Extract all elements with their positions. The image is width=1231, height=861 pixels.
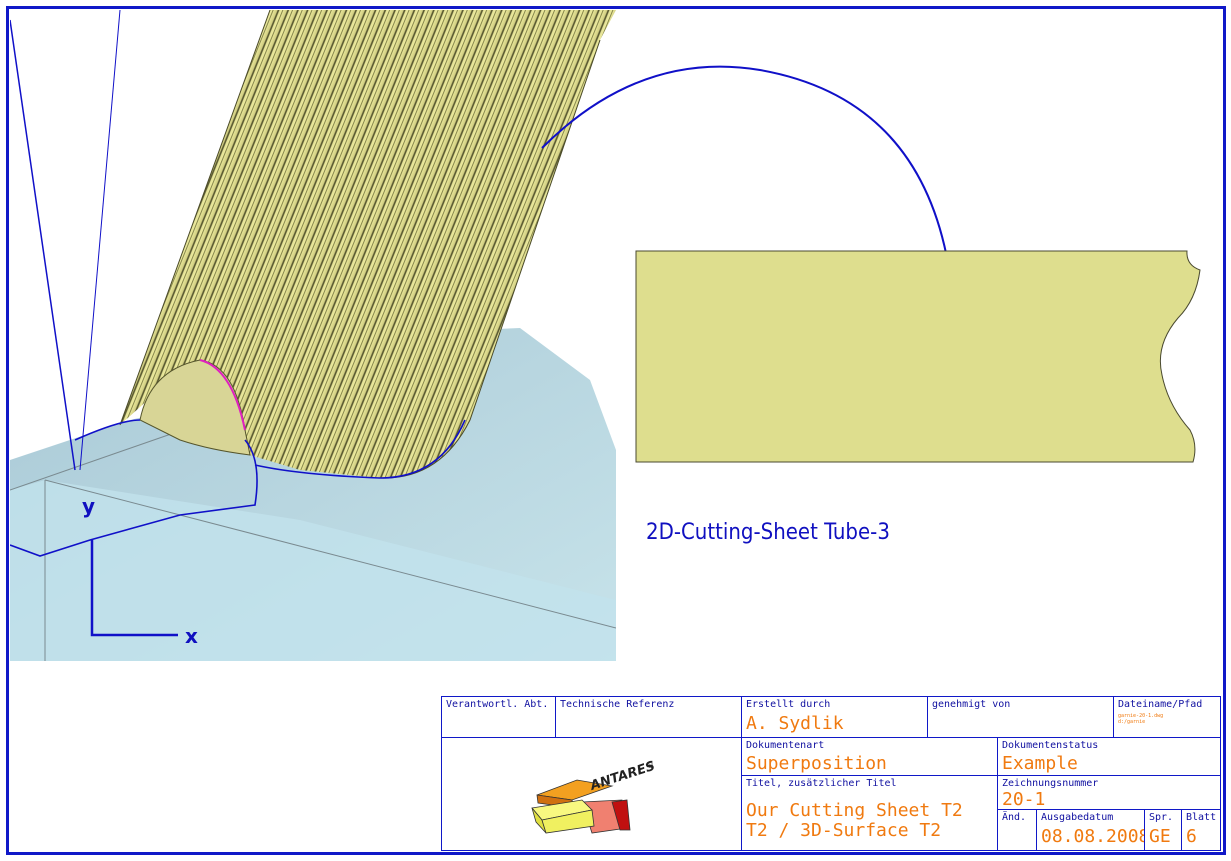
cell-verantwortl: Verantwortl. Abt.: [442, 697, 556, 738]
logo-registered: ®: [647, 762, 654, 770]
antares-logo: ANTARES ®: [531, 759, 657, 834]
cell-dokumentenart: Dokumentenart Superposition: [742, 738, 998, 776]
cell-dateiname: Dateiname/Pfad garnie-20-1.dwg d:/garnie: [1114, 697, 1221, 738]
cell-zeichnungsnummer: Zeichnungsnummer 20-1: [998, 776, 1221, 810]
erstellt-value: A. Sydlik: [746, 713, 844, 734]
dateiname-caption: Dateiname/Pfad: [1118, 699, 1203, 710]
aend-caption: Änd.: [1002, 812, 1027, 823]
cell-dokumentenstatus: Dokumentenstatus Example: [998, 738, 1221, 776]
intersection-curve: [10, 439, 258, 557]
view-line: [10, 19, 76, 471]
blatt-caption: Blatt: [1186, 812, 1217, 823]
cell-blatt: Blatt 6: [1182, 810, 1221, 851]
erstellt-caption: Erstellt durch: [746, 699, 831, 710]
titel-line2: T2 / 3D-Surface T2: [746, 820, 942, 841]
cutting-sheet: [635, 250, 1201, 463]
ausgabedatum-caption: Ausgabedatum: [1041, 812, 1114, 823]
dateiname-line1: garnie-20-1.dwg: [1118, 713, 1164, 719]
drawing-frame: [6, 6, 1226, 855]
spr-value: GE: [1149, 826, 1171, 847]
zeichnungsnummer-caption: Zeichnungsnummer: [1002, 778, 1099, 789]
title-block: Verantwortl. Abt. Technische Referenz Er…: [441, 696, 1221, 851]
transfer-arrow: [541, 65, 953, 291]
technische-caption: Technische Referenz: [560, 699, 675, 710]
cell-erstellt: Erstellt durch A. Sydlik: [742, 697, 928, 738]
titel-line1: Our Cutting Sheet T2: [746, 800, 963, 821]
dokumentenstatus-value: Example: [1002, 753, 1078, 774]
dokumentenart-value: Superposition: [746, 753, 887, 774]
blatt-value: 6: [1186, 826, 1197, 847]
tube-body: [120, 10, 616, 479]
cut-highlight: [199, 359, 246, 431]
dokumentenart-caption: Dokumentenart: [746, 740, 825, 751]
titel-caption: Titel, zusätzlicher Titel: [746, 778, 897, 789]
zeichnungsnummer-value: 20-1: [1002, 789, 1046, 810]
sheet-label: 2D-Cutting-Sheet Tube-3: [646, 520, 890, 545]
cell-spr: Spr. GE: [1145, 810, 1182, 851]
cell-aend: Änd.: [998, 810, 1037, 851]
axis-y-label: y: [82, 494, 96, 518]
axis-x-label: x: [185, 624, 198, 648]
dokumentenstatus-caption: Dokumentenstatus: [1002, 740, 1099, 751]
cell-technische: Technische Referenz: [556, 697, 742, 738]
genehmigt-caption: genehmigt von: [932, 699, 1011, 710]
spr-caption: Spr.: [1149, 812, 1174, 823]
verantwortl-caption: Verantwortl. Abt.: [446, 699, 549, 710]
cell-logo: ANTARES ®: [442, 738, 742, 851]
cell-ausgabedatum: Ausgabedatum 08.08.2008: [1037, 810, 1145, 851]
ausgabedatum-value: 08.08.2008: [1041, 826, 1145, 847]
tube-opening: [139, 359, 251, 456]
cell-titel: Titel, zusätzlicher Titel Our Cutting Sh…: [742, 776, 998, 851]
base-front-face: [10, 480, 616, 661]
cell-genehmigt: genehmigt von: [928, 697, 1114, 738]
axis-lines: [90, 540, 178, 637]
dateiname-line2: d:/garnie: [1118, 719, 1146, 725]
